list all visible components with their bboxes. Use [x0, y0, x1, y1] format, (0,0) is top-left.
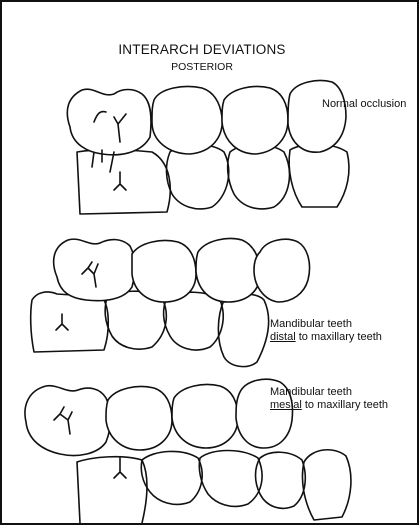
maxillary-tooth-3: [288, 81, 346, 153]
molar-cusp-y: [114, 172, 126, 190]
row2-label-line1: Mandibular teeth: [270, 318, 382, 331]
mandibular-molar: [77, 150, 170, 214]
maxillary-premolar-1: [132, 241, 196, 303]
mandibular-premolar-1: [166, 145, 228, 209]
mandibular-premolar-2: [199, 451, 262, 507]
row3-label-mesial: mesial: [270, 399, 302, 411]
mandibular-molar: [77, 457, 147, 523]
mandibular-tooth-3: [289, 144, 349, 207]
molar-groove: [92, 152, 94, 167]
mandibular-premolar-1: [141, 451, 202, 504]
row2-label-line2: distal to maxillary teeth: [270, 331, 382, 344]
row1-label: Normal occlusion: [322, 98, 406, 111]
row3-label-suffix: to maxillary teeth: [302, 399, 388, 411]
row-mandibular-distal: [31, 239, 310, 367]
maxillary-molar: [67, 89, 151, 155]
row3-label-line1: Mandibular teeth: [270, 386, 388, 399]
maxillary-premolar-2: [222, 87, 288, 155]
maxillary-premolar-2: [172, 385, 238, 449]
row2-label: Mandibular teeth distal to maxillary tee…: [270, 318, 382, 343]
maxillary-molar: [54, 239, 135, 301]
mandibular-tooth-3: [218, 294, 268, 367]
maxillary-premolar-1: [152, 87, 222, 155]
maxillary-premolar-1: [106, 387, 172, 451]
row-normal-occlusion: [67, 81, 349, 215]
molar-cusp-y: [114, 458, 126, 478]
maxillary-tooth-3: [254, 239, 310, 302]
row3-label: Mandibular teeth mesial to maxillary tee…: [270, 386, 388, 411]
row2-label-suffix: to maxillary teeth: [296, 331, 382, 343]
row1-label-line1: Normal occlusion: [322, 98, 406, 110]
molar-cusp-y: [56, 314, 68, 330]
row3-label-line2: mesial to maxillary teeth: [270, 399, 388, 412]
mandibular-premolar-3: [256, 452, 306, 508]
row2-label-distal: distal: [270, 331, 296, 343]
mandibular-tooth-4: [302, 450, 350, 520]
maxillary-premolar-2: [196, 239, 260, 303]
